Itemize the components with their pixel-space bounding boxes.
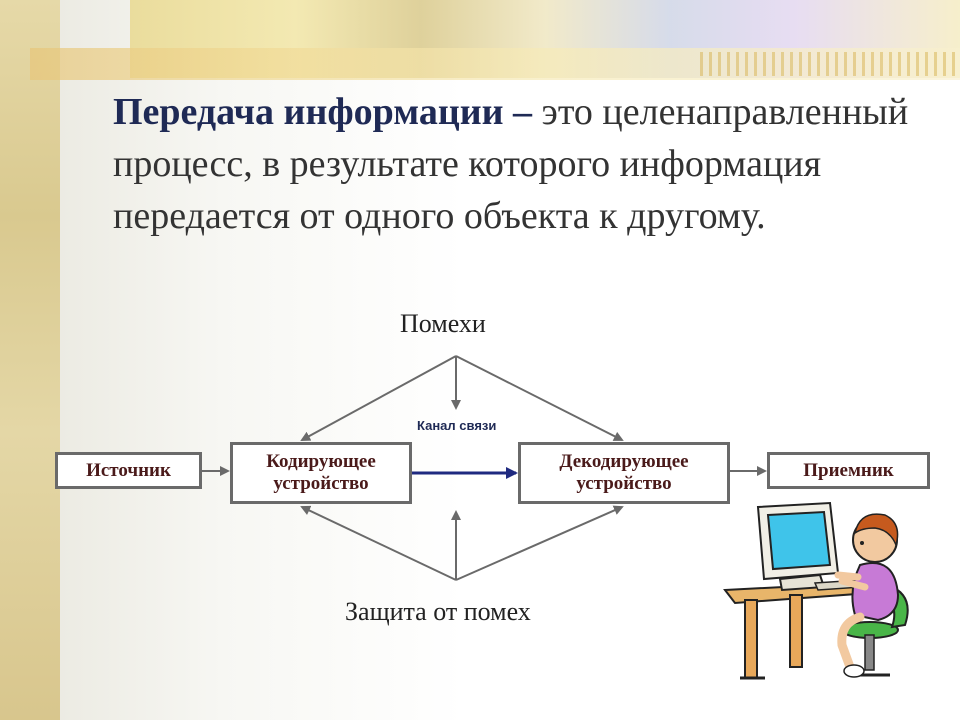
receiver-label: Приемник — [803, 460, 894, 482]
decoder-label: Декодирующее устройство — [521, 451, 727, 495]
noise-label: Помехи — [400, 309, 486, 339]
encoder-label: Кодирующее устройство — [233, 451, 409, 495]
protection-arrow-to-decoder — [456, 507, 622, 580]
channel-label: Канал связи — [417, 418, 496, 433]
protection-label: Защита от помех — [345, 597, 531, 627]
receiver-box: Приемник — [767, 452, 930, 489]
source-label: Источник — [86, 460, 171, 482]
encoder-box: Кодирующее устройство — [230, 442, 412, 504]
decoder-box: Декодирующее устройство — [518, 442, 730, 504]
source-box: Источник — [55, 452, 202, 489]
child-at-computer-icon — [720, 495, 920, 690]
protection-arrow-to-encoder — [302, 507, 456, 580]
